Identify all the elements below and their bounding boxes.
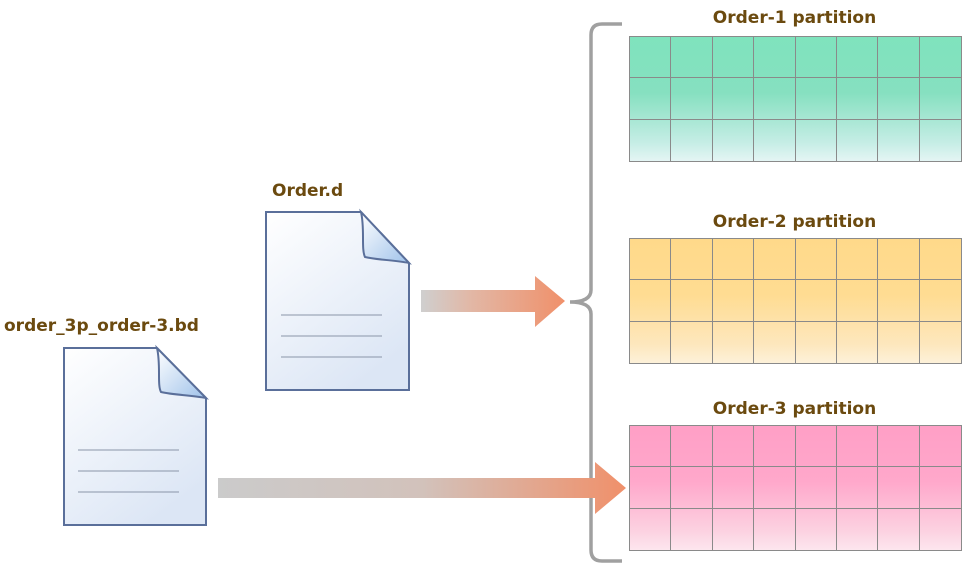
partition-cell	[919, 78, 961, 120]
partition-cell	[754, 508, 796, 550]
partition-cell	[671, 426, 713, 468]
partition-cell	[712, 239, 755, 281]
partition-cell	[754, 37, 796, 79]
partition-cell	[754, 78, 796, 120]
partition-cell	[713, 321, 755, 363]
partition-cell	[754, 426, 796, 468]
partition-cell	[795, 280, 837, 322]
partition-cell	[796, 119, 837, 161]
partition-cell	[878, 321, 920, 363]
partition-cell	[713, 119, 755, 161]
partition-cell	[712, 78, 755, 120]
partition-cell	[919, 280, 961, 322]
partition-cell	[878, 280, 920, 322]
partition-cell	[754, 467, 796, 509]
partition-title-3: Order-3 partition	[712, 399, 877, 419]
partition-cell	[671, 119, 713, 161]
partition-cell	[795, 467, 837, 509]
partition-brace	[569, 22, 622, 563]
partition-cell	[712, 280, 755, 322]
partition-cell	[671, 467, 713, 509]
partition-cell	[754, 239, 796, 281]
partition-cell	[795, 78, 837, 120]
partition-cell	[712, 467, 755, 509]
partition-cell	[796, 508, 837, 550]
partition-cell	[796, 321, 837, 363]
partition-cell	[837, 119, 879, 161]
partition-cell	[713, 508, 755, 550]
partition-cell	[671, 239, 713, 281]
partition-cell	[754, 321, 796, 363]
partition-cell	[878, 78, 920, 120]
partition-cell	[878, 239, 920, 281]
partition-cell	[712, 426, 755, 468]
partition-cell	[836, 280, 879, 322]
partition-cell	[630, 78, 672, 120]
arrow-order-d-to-partitions	[421, 276, 565, 327]
partition-cell	[630, 119, 672, 161]
partition-cell	[920, 120, 961, 161]
partition-cell	[754, 119, 796, 161]
partition-grid-1	[629, 36, 962, 162]
partition-cell	[919, 37, 961, 79]
partition-cell	[837, 321, 879, 363]
partition-cell	[671, 508, 713, 550]
partition-cell	[878, 37, 920, 79]
document-icon	[63, 344, 209, 526]
partition-cell	[919, 467, 961, 509]
partition-cell	[878, 508, 920, 550]
partition-cell	[630, 467, 672, 509]
partition-grid-2	[629, 238, 962, 364]
partition-cell	[878, 119, 920, 161]
partition-cell	[919, 239, 961, 281]
partition-cell	[878, 426, 920, 468]
partition-cell	[712, 37, 755, 79]
partition-cell	[671, 321, 713, 363]
partition-cell	[920, 509, 961, 550]
partition-cell	[671, 78, 713, 120]
partition-cell	[754, 280, 796, 322]
partition-cell	[795, 426, 837, 468]
partition-cell	[630, 426, 672, 468]
partition-cell	[920, 322, 961, 363]
partition-cell	[878, 467, 920, 509]
partition-cell	[795, 239, 837, 281]
partition-cell	[836, 467, 879, 509]
partition-cell	[836, 426, 879, 468]
file-label-order-d: Order.d	[272, 181, 344, 201]
partition-cell	[836, 239, 879, 281]
partition-cell	[671, 280, 713, 322]
partition-cell	[795, 37, 837, 79]
partition-cell	[630, 37, 672, 79]
partition-cell	[671, 37, 713, 79]
partition-cell	[836, 37, 879, 79]
partition-cell	[836, 78, 879, 120]
partition-title-2: Order-2 partition	[712, 212, 877, 232]
partition-cell	[630, 321, 672, 363]
partition-cell	[630, 508, 672, 550]
partition-cell	[630, 239, 672, 281]
partition-grid-3	[629, 425, 962, 551]
file-label-order-3p: order_3p_order-3.bd	[4, 316, 199, 336]
partition-cell	[919, 426, 961, 468]
document-icon	[265, 208, 412, 391]
partition-title-1: Order-1 partition	[712, 8, 877, 28]
arrow-order-3p-to-partition-3	[218, 462, 626, 514]
partition-cell	[837, 508, 879, 550]
partition-cell	[630, 280, 672, 322]
